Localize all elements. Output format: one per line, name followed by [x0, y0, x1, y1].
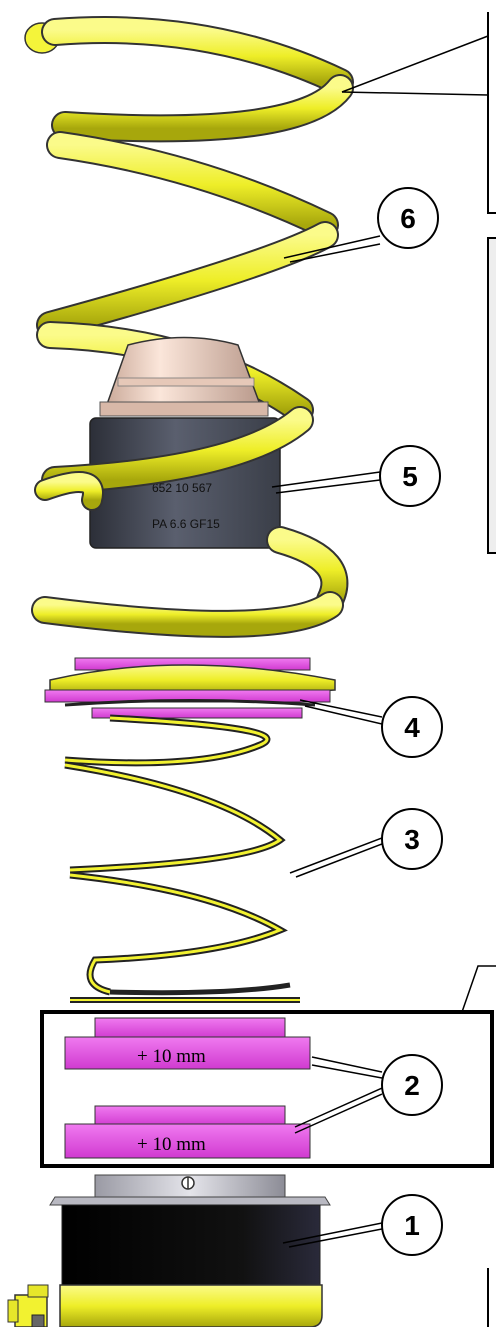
callout-6: 6 [377, 187, 439, 249]
bump-stop-part-number: 652 10 567 [152, 481, 212, 495]
bump-stop-material: PA 6.6 GF15 [152, 517, 220, 531]
helper-spring [64, 714, 300, 1003]
leader-lines [271, 35, 496, 1248]
callout-4: 4 [381, 696, 443, 758]
spacer-lower: + 10 mm [64, 1105, 311, 1159]
callout-6-label: 6 [400, 203, 416, 234]
spacer-frame [40, 1010, 494, 1168]
callout-3-label: 3 [404, 824, 420, 855]
callout-5: 5 [379, 445, 441, 507]
spring-coupler [44, 657, 336, 719]
main-spring-front-coils [31, 406, 349, 638]
spacer-lower-label: + 10 mm [137, 1134, 206, 1155]
spacer-upper: + 10 mm [64, 1017, 311, 1070]
callout-3: 3 [381, 808, 443, 870]
callout-4-label: 4 [404, 712, 420, 743]
height-adjuster [49, 1174, 331, 1286]
callout-1-label: 1 [404, 1210, 420, 1241]
callout-1: 1 [381, 1194, 443, 1256]
main-spring [24, 16, 354, 424]
right-edge-frames [487, 12, 496, 1327]
spacer-upper-label: + 10 mm [137, 1046, 206, 1067]
callout-2-label: 2 [404, 1070, 420, 1101]
callout-5-label: 5 [402, 461, 418, 492]
callout-2: 2 [381, 1054, 443, 1116]
bump-stop-cap [99, 336, 269, 417]
base-bracket [7, 1284, 323, 1327]
